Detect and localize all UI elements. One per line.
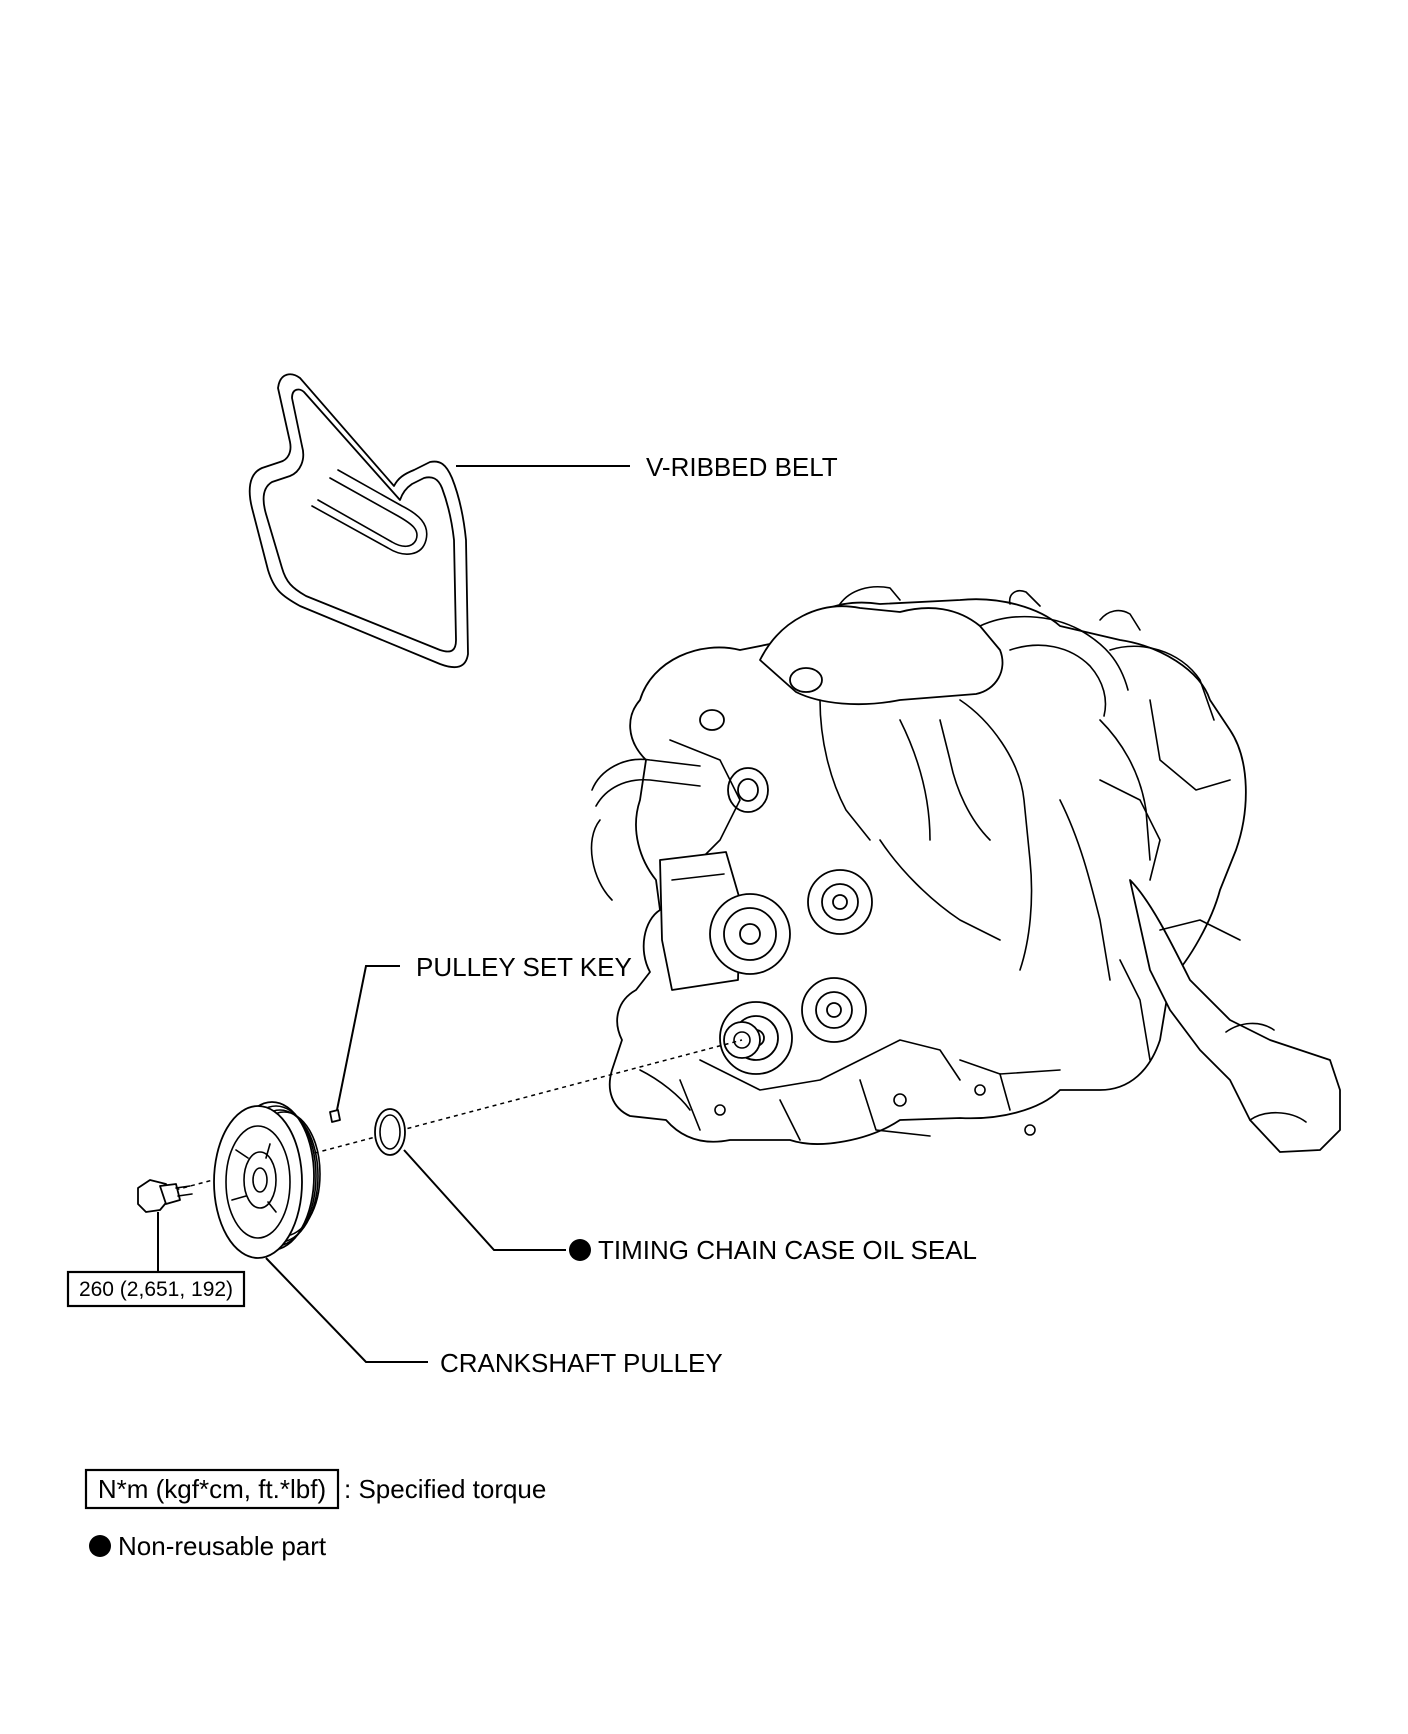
- legend: N*m (kgf*cm, ft.*lbf) : Specified torque…: [84, 1468, 546, 1561]
- legend-bullet-icon: [89, 1535, 111, 1557]
- v-ribbed-belt-label: V-RIBBED BELT: [646, 452, 838, 482]
- legend-torque-text: : Specified torque: [344, 1474, 546, 1504]
- oil-seal-label: TIMING CHAIN CASE OIL SEAL: [598, 1235, 977, 1265]
- engine-assembly-drawing: [590, 586, 1341, 1153]
- oil-seal-drawing: [374, 1108, 591, 1261]
- pulley-set-key-drawing: [329, 965, 400, 1123]
- torque-value-box: 260 (2,651, 192): [66, 1270, 246, 1308]
- v-ribbed-belt-drawing: [248, 373, 469, 669]
- torque-value-text: 260 (2,651, 192): [79, 1278, 233, 1301]
- crankshaft-pulley-drawing: [213, 1101, 428, 1363]
- legend-torque-units: N*m (kgf*cm, ft.*lbf): [98, 1474, 326, 1504]
- crankshaft-pulley-label: CRANKSHAFT PULLEY: [440, 1348, 723, 1378]
- nonreusable-bullet-icon: [569, 1239, 591, 1261]
- legend-torque-box: [84, 1468, 340, 1510]
- pulley-bolt-drawing: [137, 1179, 193, 1272]
- legend-nonreusable-text: Non-reusable part: [118, 1531, 327, 1561]
- pulley-set-key-label: PULLEY SET KEY: [416, 952, 632, 982]
